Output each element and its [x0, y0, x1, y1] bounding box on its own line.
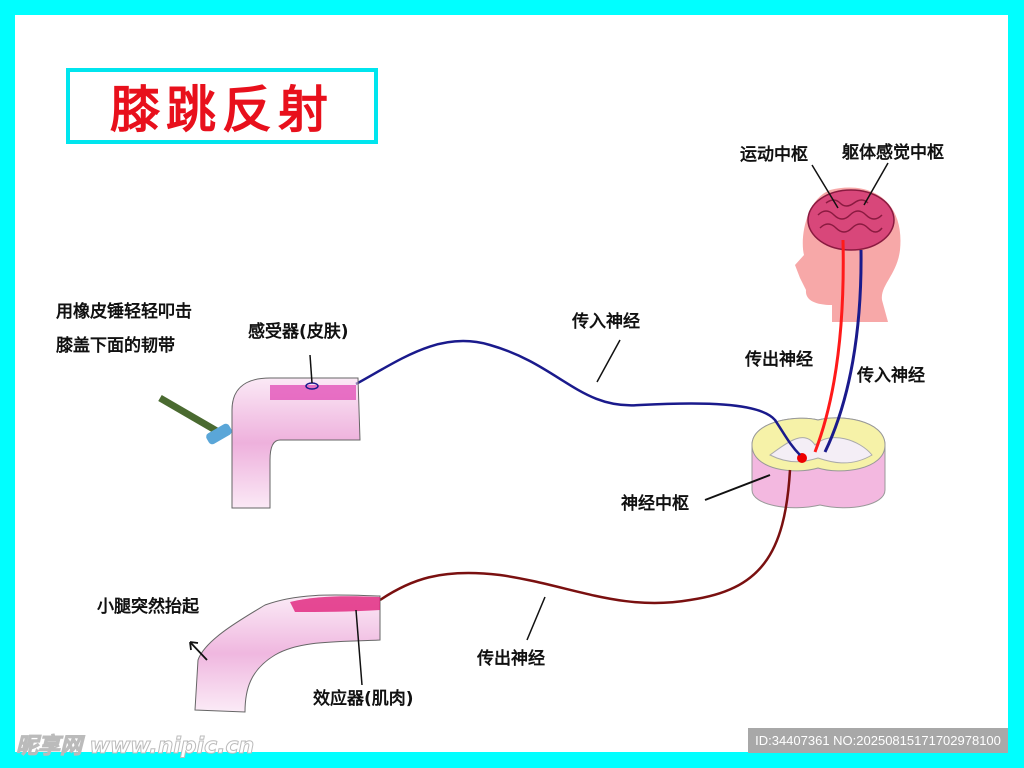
knee-illustration: [231, 377, 361, 509]
interneuron: [797, 453, 807, 463]
rubber-hammer-head: [206, 423, 232, 445]
label-efferent-nerve: 传出神经: [476, 648, 545, 669]
label-sensory-center: 躯体感觉中枢: [841, 142, 944, 163]
label-leg-raise: 小腿突然抬起: [97, 596, 200, 617]
receptor-pointer: [309, 354, 313, 384]
lower-leg-illustration: [194, 594, 381, 713]
label-receptor: 感受器(皮肤): [248, 321, 349, 342]
page-title: 膝跳反射: [110, 81, 334, 139]
label-instruction-2: 膝盖下面的韧带: [56, 335, 175, 356]
afferent-pointer: [596, 339, 621, 383]
efferent-nerve: [379, 469, 792, 605]
label-nerve-center: 神经中枢: [621, 493, 689, 514]
nerve-center-pointer: [704, 474, 771, 501]
sensory-center-pointer: [863, 162, 889, 206]
rubber-hammer-handle: [158, 394, 224, 438]
watermark-site: 昵享网 www.nipic.cn: [15, 734, 255, 760]
descending-efferent-nerve: [813, 239, 845, 453]
brain-icon: [807, 189, 895, 251]
title-box: 膝跳反射: [66, 68, 378, 144]
label-instruction-1: 用橡皮锤轻轻叩击: [56, 301, 192, 322]
efferent-pointer: [526, 596, 546, 641]
effector-muscle: [290, 596, 380, 612]
label-effector: 效应器(肌肉): [313, 688, 414, 709]
watermark-id: ID:34407361 NO:20250815171702978100: [748, 728, 1008, 753]
label-afferent-upper: 传入神经: [856, 365, 925, 386]
afferent-nerve: [355, 339, 801, 456]
label-afferent-nerve: 传入神经: [571, 311, 640, 332]
gray-matter: [769, 437, 873, 464]
label-efferent-upper: 传出神经: [744, 349, 813, 370]
ascending-afferent-nerve: [823, 249, 863, 453]
effector-pointer: [355, 609, 363, 686]
motor-center-pointer: [811, 164, 839, 209]
receptor-skin: [270, 385, 356, 400]
label-motor-center: 运动中枢: [740, 144, 808, 165]
leg-raise-arrow-icon: [189, 641, 208, 661]
